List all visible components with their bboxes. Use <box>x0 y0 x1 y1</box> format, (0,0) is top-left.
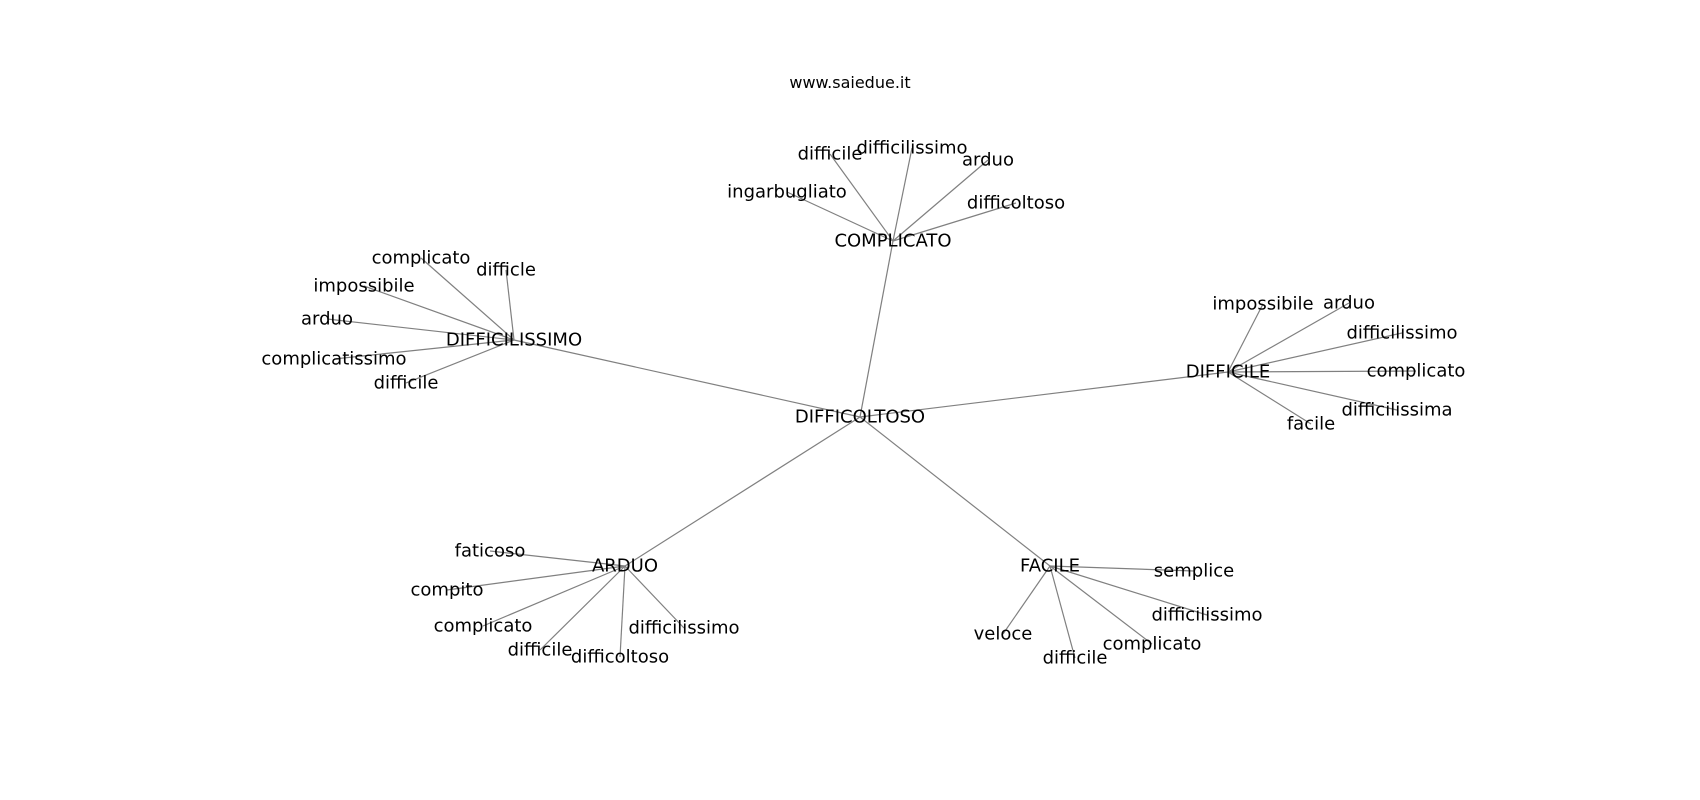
leaf-node-facile-difficile: difficile <box>1043 648 1108 669</box>
edge-difficilissimo-complicatissimo <box>333 339 515 360</box>
leaf-node-difficilissimo-difficle: difficle <box>476 260 536 281</box>
edge-complicato-difficilissimo <box>892 147 913 242</box>
edge-arduo-complicato <box>482 565 626 627</box>
edge-difficile-arduo <box>1227 302 1350 373</box>
edge-arduo-faticoso <box>489 550 626 567</box>
edge-difficilissimo-arduo <box>326 318 515 341</box>
edge-arduo-difficoltoso <box>619 565 626 658</box>
edge-facile-veloce <box>1002 565 1051 635</box>
hub-node-complicato: COMPLICATO <box>834 231 951 252</box>
edge-difficile-facile <box>1227 371 1312 425</box>
leaf-node-difficile-difficilissima: difficilissima <box>1341 400 1452 421</box>
edge-difficilissimo-impossibile <box>363 285 515 341</box>
edge-difficile-difficilissima <box>1227 371 1398 411</box>
leaf-node-facile-semplice: semplice <box>1154 561 1234 582</box>
edge-complicato-ingarbugliato <box>786 191 894 242</box>
leaf-node-complicato-difficoltoso: difficoltoso <box>967 193 1065 214</box>
edge-difficoltoso-arduo <box>624 416 861 567</box>
labels-layer: DIFFICOLTOSO COMPLICATO ingarbugliato diffi… <box>261 138 1465 669</box>
edge-facile-difficilissimo <box>1049 565 1208 616</box>
edge-difficilissimo-complicato <box>420 257 515 341</box>
edge-facile-complicato <box>1049 565 1153 645</box>
hub-node-difficile: DIFFICILE <box>1186 362 1270 383</box>
edge-complicato-difficile <box>829 153 894 242</box>
edge-difficilissimo-difficile <box>405 339 515 384</box>
leaf-node-facile-difficilissimo: difficilissimo <box>1151 605 1262 626</box>
leaf-node-difficile-complicato: complicato <box>1367 361 1466 382</box>
edge-difficoltoso-difficile <box>859 371 1229 418</box>
edge-arduo-compito <box>446 565 626 591</box>
edge-difficile-complicato <box>1227 370 1417 373</box>
hub-node-facile: FACILE <box>1020 556 1080 577</box>
edge-arduo-difficilissimo <box>624 565 685 629</box>
hub-node-arduo: ARDUO <box>592 556 658 577</box>
leaf-node-facile-complicato: complicato <box>1103 634 1202 655</box>
edge-complicato-difficoltoso <box>892 202 1017 242</box>
edge-facile-difficile <box>1049 565 1076 659</box>
leaf-node-arduo-difficilissimo: difficilissimo <box>628 618 739 639</box>
edge-difficile-difficilissimo <box>1227 332 1403 373</box>
leaf-node-difficile-difficilissimo: difficilissimo <box>1346 323 1457 344</box>
leaf-node-difficile-facile: facile <box>1287 414 1335 435</box>
leaf-node-complicato-difficile: difficile <box>798 144 863 165</box>
edge-difficoltoso-complicato <box>859 240 894 418</box>
leaf-node-difficile-arduo: arduo <box>1323 293 1375 314</box>
leaf-node-difficilissimo-complicato: complicato <box>372 248 471 269</box>
leaf-node-arduo-difficoltoso: difficoltoso <box>571 647 669 668</box>
leaf-node-complicato-ingarbugliato: ingarbugliato <box>727 182 847 203</box>
leaf-node-difficilissimo-complicatissimo: complicatissimo <box>261 349 406 370</box>
root-node-difficoltoso: DIFFICOLTOSO <box>795 407 925 428</box>
edge-difficilissimo-difficle <box>505 269 515 341</box>
edge-difficoltoso-difficilissimo <box>513 339 861 418</box>
leaf-node-complicato-arduo: arduo <box>962 150 1014 171</box>
edge-facile-semplice <box>1049 565 1195 572</box>
leaf-node-difficilissimo-impossibile: impossibile <box>313 276 414 297</box>
edge-difficile-impossibile <box>1227 303 1264 373</box>
graph-title: www.saiedue.it <box>789 73 910 92</box>
leaf-node-arduo-compito: compito <box>411 580 484 601</box>
edges-layer <box>326 147 1417 659</box>
leaf-node-arduo-faticoso: faticoso <box>455 541 526 562</box>
leaf-node-arduo-complicato: complicato <box>434 616 533 637</box>
leaf-node-difficilissimo-arduo: arduo <box>301 309 353 330</box>
edge-difficoltoso-facile <box>859 416 1051 567</box>
leaf-node-arduo-difficile: difficile <box>508 640 573 661</box>
leaf-node-difficile-impossibile: impossibile <box>1212 294 1313 315</box>
leaf-node-facile-veloce: veloce <box>974 624 1033 645</box>
edge-arduo-difficile <box>539 565 626 651</box>
hub-node-difficilissimo: DIFFICILISSIMO <box>446 330 582 351</box>
leaf-node-complicato-difficilissimo: difficilissimo <box>856 138 967 159</box>
leaf-node-difficilissimo-difficile: difficile <box>374 373 439 394</box>
edge-complicato-arduo <box>892 159 989 242</box>
